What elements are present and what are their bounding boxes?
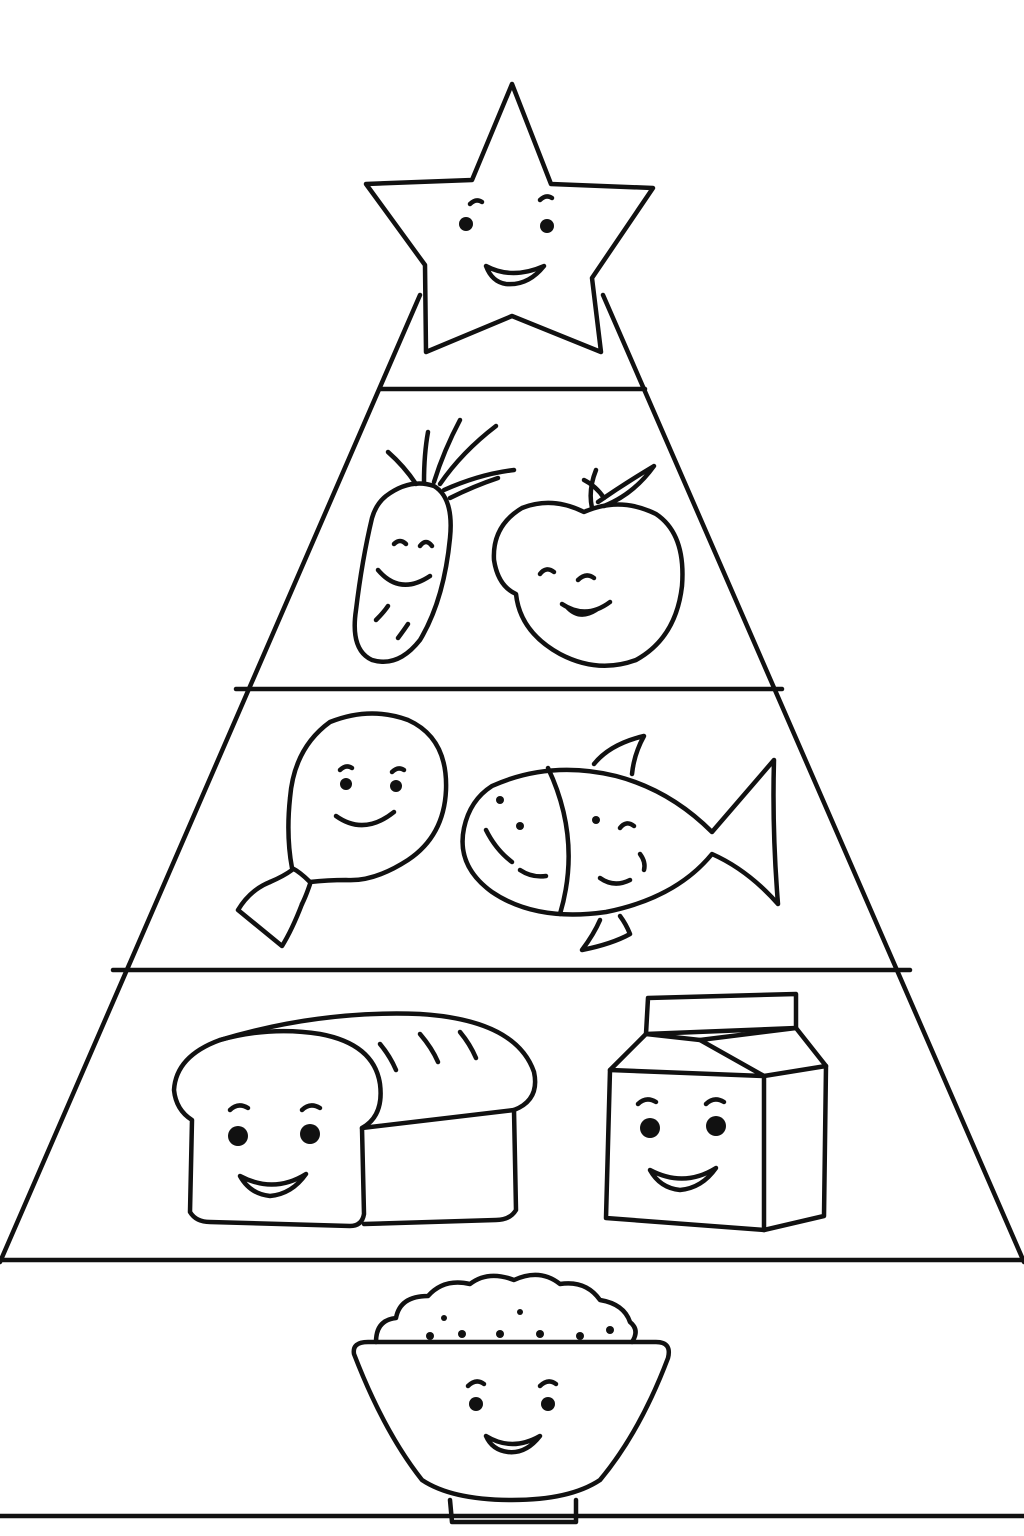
carrot-icon <box>352 417 517 664</box>
chicken-drumstick-icon <box>235 711 449 949</box>
apple-icon <box>491 463 685 669</box>
fish-icon <box>460 733 781 953</box>
milk-carton-icon <box>603 991 829 1233</box>
bread-icon <box>171 1011 538 1229</box>
pyramid-outline <box>0 292 1024 1519</box>
rice-bowl-icon <box>351 1272 671 1525</box>
star-icon <box>363 81 656 355</box>
